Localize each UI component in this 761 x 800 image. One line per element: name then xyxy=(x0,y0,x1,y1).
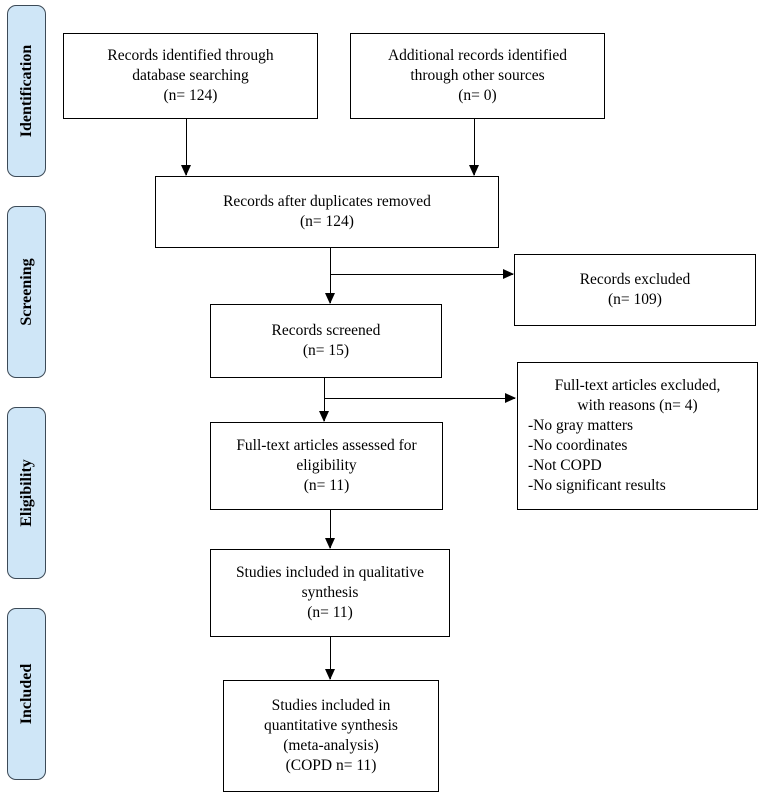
box-fulltext-assessed: Full-text articles assessed for eligibil… xyxy=(210,422,443,510)
box-records-excluded: Records excluded (n= 109) xyxy=(514,254,756,326)
box-quantitative-synthesis: Studies included in quantitative synthes… xyxy=(223,680,439,792)
eligibility-line2: eligibility xyxy=(296,457,357,474)
stage-screening: Screening xyxy=(7,206,46,378)
arrow-to-records-excluded xyxy=(330,267,514,281)
arrow-eligibility-to-qualitative xyxy=(323,510,337,549)
box-duplicates-removed: Records after duplicates removed (n= 124… xyxy=(155,176,499,248)
excluded-line1: Records excluded xyxy=(579,271,691,288)
other-count: (n= 0) xyxy=(458,87,497,104)
reason-item: -No coordinates xyxy=(528,437,628,454)
screened-count: (n= 15) xyxy=(302,342,350,359)
database-line2: database searching xyxy=(132,67,249,84)
reason-item: -No gray matters xyxy=(528,417,634,434)
arrow-qualitative-to-quantitative xyxy=(323,637,337,680)
qualitative-count: (n= 11) xyxy=(307,604,353,621)
database-line1: Records identified through xyxy=(107,47,274,64)
quantitative-line3: (meta-analysis) xyxy=(283,737,379,754)
qualitative-line1: Studies included in qualitative xyxy=(235,564,425,581)
exclusion-reasons-list: -No gray matters -No coordinates -Not CO… xyxy=(518,416,757,496)
box-records-screened: Records screened (n= 15) xyxy=(210,304,442,378)
box-qualitative-synthesis: Studies included in qualitative synthesi… xyxy=(210,549,450,637)
stage-eligibility-label: Eligibility xyxy=(17,459,35,527)
fulltext-excluded-line2: with reasons (n= 4) xyxy=(577,397,698,414)
arrow-other-to-dedup xyxy=(467,119,481,176)
box-fulltext-excluded: Full-text articles excluded, with reason… xyxy=(517,362,758,510)
eligibility-line1: Full-text articles assessed for xyxy=(236,437,417,454)
box-database-records: Records identified through database sear… xyxy=(63,33,318,119)
screened-line1: Records screened xyxy=(271,322,381,339)
stage-identification: Identification xyxy=(7,5,46,177)
other-line2: through other sources xyxy=(410,67,545,84)
stage-screening-label: Screening xyxy=(17,258,35,326)
database-count: (n= 124) xyxy=(163,87,218,104)
quantitative-count: (COPD n= 11) xyxy=(285,757,377,774)
box-other-sources: Additional records identified through ot… xyxy=(350,33,605,119)
arrow-screened-to-eligibility xyxy=(317,378,331,422)
qualitative-line2: synthesis xyxy=(301,584,359,601)
reason-item: -Not COPD xyxy=(528,457,602,474)
stage-identification-label: Identification xyxy=(17,44,35,138)
dedup-line1: Records after duplicates removed xyxy=(223,193,431,210)
quantitative-line1: Studies included in xyxy=(271,697,391,714)
stage-included: Included xyxy=(7,608,46,780)
arrow-dedup-to-screened xyxy=(323,248,337,304)
arrow-to-fulltext-excluded xyxy=(324,391,516,405)
stage-eligibility: Eligibility xyxy=(7,407,46,579)
eligibility-count: (n= 11) xyxy=(303,477,350,494)
dedup-count: (n= 124) xyxy=(300,213,354,230)
stage-included-label: Included xyxy=(17,663,35,725)
excluded-count: (n= 109) xyxy=(608,291,662,308)
fulltext-excluded-line1: Full-text articles excluded, xyxy=(554,377,721,394)
other-line1: Additional records identified xyxy=(387,47,568,64)
arrow-database-to-dedup xyxy=(179,119,193,176)
reason-item: -No significant results xyxy=(528,477,666,494)
quantitative-line2: quantitative synthesis xyxy=(264,717,398,734)
